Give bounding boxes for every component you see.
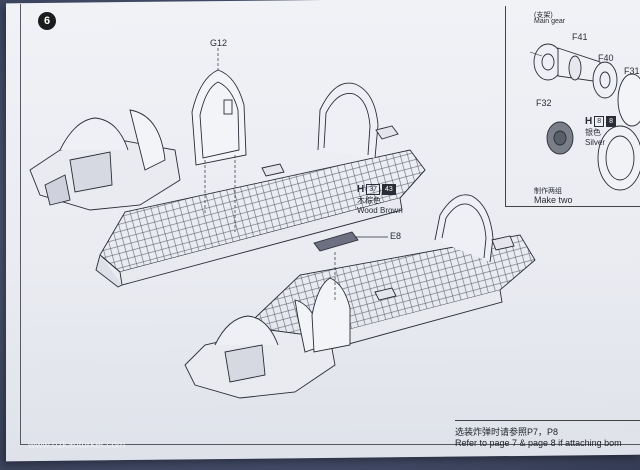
paint-callout-silver: H 8 8 银色 Silver [585,116,617,147]
upper-floor-assembly [29,82,426,288]
paint-name-cn: 银色 [585,128,601,137]
lower-floor-assembly [184,194,536,399]
paint-name-en: Silver [585,138,606,147]
paint-letter: H [357,184,365,195]
note-cn: 选装炸弹时请参照P7，P8 [455,427,559,437]
main-gear-drawing [529,43,640,191]
part-f40: F40 [598,53,614,63]
note-en: Refer to page 7 & page 8 if attaching bo… [455,438,622,448]
callout-e8: E8 [390,231,402,241]
callout-g12: G12 [210,38,228,48]
paint-code-2: 43 [382,184,396,195]
paint-name-en: Wood Brown [357,206,403,215]
inset-title-en: Main gear [534,18,566,25]
part-f32: F32 [536,98,552,108]
paint-callout-wood-brown: H 37 43 木棕色 Wood Brown [357,184,403,215]
paint-code-1: 8 [594,116,605,127]
g12-leaders [204,48,236,232]
page-frame [20,4,640,445]
bomb-reference-note: 选装炸弹时请参照P7，P8 Refer to page 7 & page 8 i… [455,420,640,448]
part-f31: F31 [624,66,640,76]
inset-title-cn: (支架) [534,12,553,19]
paint-code-2: 8 [606,116,617,127]
main-gear-inset [505,6,640,207]
e8-part [313,231,388,300]
make-two-en: Make two [534,195,573,205]
watermark: www.ozkanturker.com [28,440,126,451]
paint-name-cn: 木棕色 [357,196,381,205]
make-two-cn: 制作两组 [534,188,562,195]
paint-letter: H [585,116,593,127]
step-number-badge: 6 [38,12,56,30]
paint-code-1: 37 [366,184,381,195]
g12-panel [191,69,247,166]
part-f41: F41 [572,32,588,42]
